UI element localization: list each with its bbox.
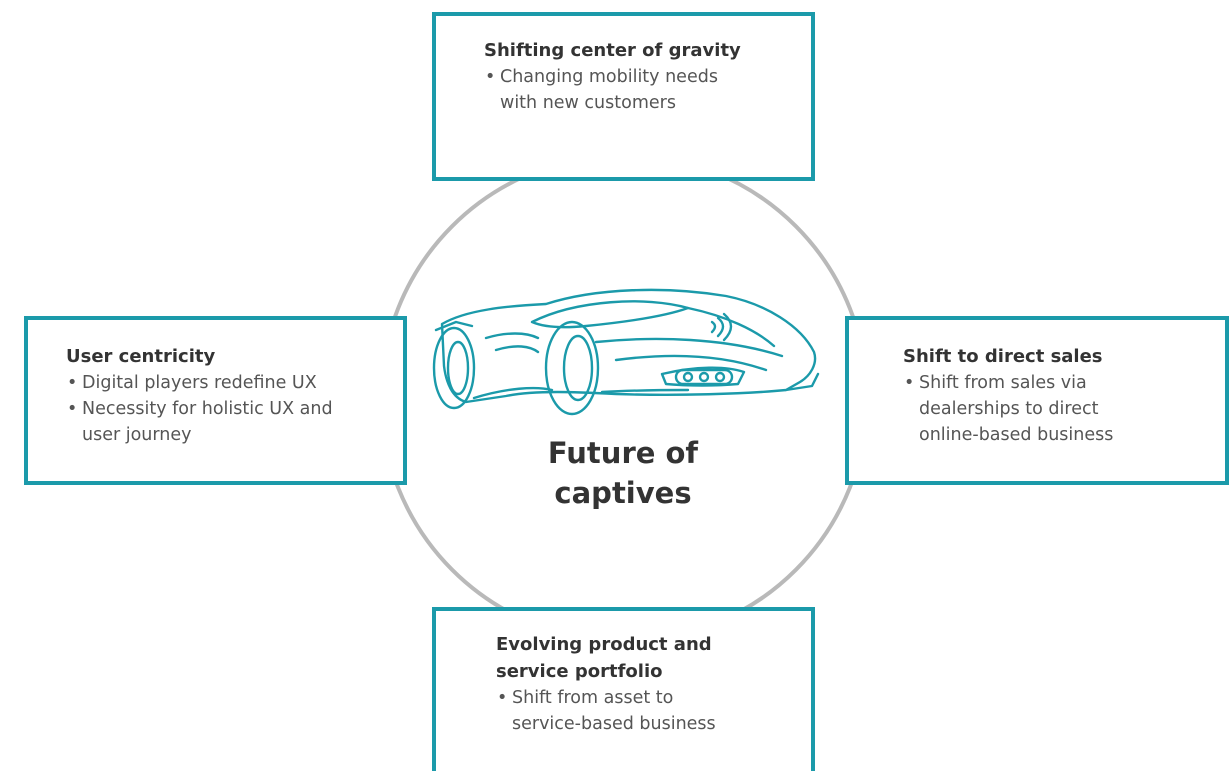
box-evolving-portfolio: Evolving product and service portfolio •… xyxy=(432,607,815,771)
box-user-centricity: User centricity •Digital players redefin… xyxy=(24,316,407,485)
bullet-icon: • xyxy=(67,373,78,393)
box-left-list: •Digital players redefine UX •Necessity … xyxy=(66,370,383,448)
bullet-icon: • xyxy=(904,373,915,393)
bullet-icon: • xyxy=(67,399,78,419)
box-left-item: •Digital players redefine UX xyxy=(66,370,383,396)
box-shift-to-direct-sales: Shift to direct sales •Shift from sales … xyxy=(845,316,1229,485)
box-left-item: •Necessity for holistic UX and xyxy=(66,396,383,422)
box-bottom-list: •Shift from asset to service-based busin… xyxy=(496,685,791,737)
box-top-item: •Changing mobility needs xyxy=(484,64,791,90)
sports-car-icon xyxy=(432,288,820,416)
box-right-title: Shift to direct sales xyxy=(903,346,1103,367)
bullet-icon: • xyxy=(485,67,496,87)
box-top-list: •Changing mobility needs with new custom… xyxy=(484,64,791,116)
box-right-item: •Shift from sales via xyxy=(903,370,1215,396)
center-label: Future of captives xyxy=(523,433,723,513)
box-left-item: user journey xyxy=(82,425,192,445)
bullet-icon: • xyxy=(497,688,508,708)
box-right-item: online-based business xyxy=(919,425,1114,445)
box-bottom-title-line2: service portfolio xyxy=(496,661,663,682)
center-label-line1: Future of xyxy=(547,436,699,470)
box-bottom-item: •Shift from asset to xyxy=(496,685,791,711)
box-bottom-title-line1: Evolving product and xyxy=(496,634,712,655)
box-bottom-item: service-based business xyxy=(512,714,716,734)
box-right-list: •Shift from sales via dealerships to dir… xyxy=(903,370,1215,448)
box-right-item: dealerships to direct xyxy=(919,399,1099,419)
center-label-line2: captives xyxy=(554,476,692,510)
box-shifting-center-of-gravity: Shifting center of gravity •Changing mob… xyxy=(432,12,815,181)
box-top-item: with new customers xyxy=(500,93,676,113)
box-top-title: Shifting center of gravity xyxy=(484,40,741,61)
box-left-title: User centricity xyxy=(66,346,216,367)
